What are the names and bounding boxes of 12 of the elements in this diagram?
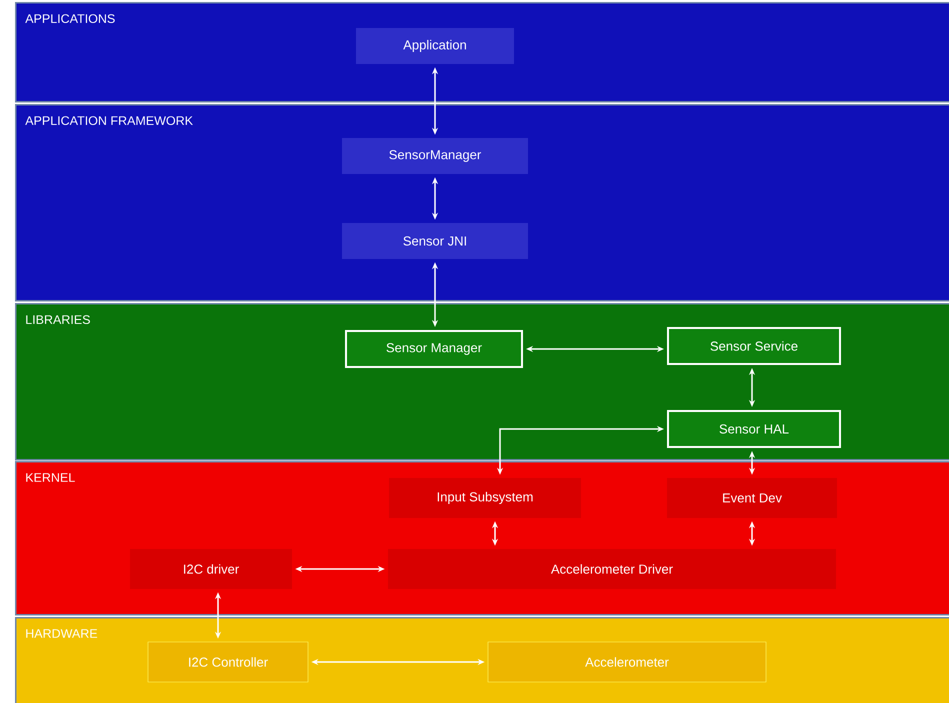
component-box: I2C Controller [148, 642, 308, 682]
component-box: Event Dev [667, 478, 837, 518]
component-box: Sensor Service [667, 327, 841, 365]
component-box: I2C driver [130, 549, 292, 589]
component-box: Accelerometer [488, 642, 766, 682]
component-box: Sensor JNI [342, 223, 528, 259]
component-box: Application [356, 28, 514, 64]
component-box: Sensor HAL [667, 410, 841, 448]
component-box: Input Subsystem [389, 478, 581, 518]
component-box: Accelerometer Driver [388, 549, 836, 589]
component-box: SensorManager [342, 138, 528, 174]
component-box: Sensor Manager [345, 330, 523, 368]
